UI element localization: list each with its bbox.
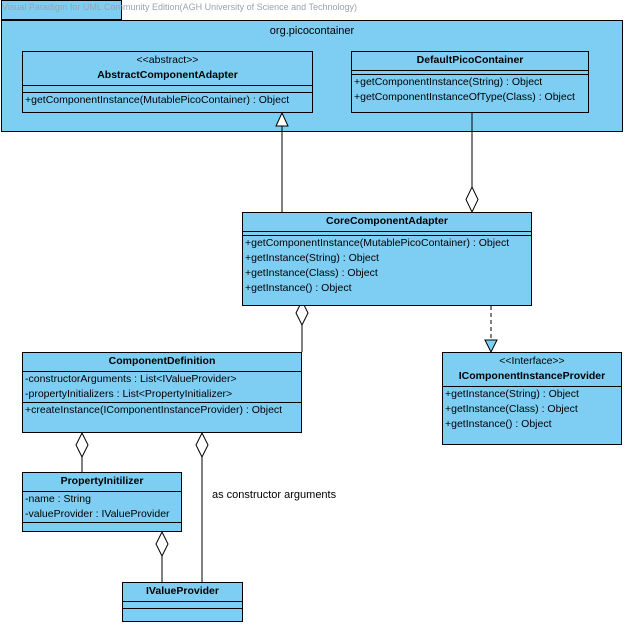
class-attributes xyxy=(123,602,242,609)
operation: +getInstance(Class) : Object xyxy=(445,403,578,415)
class-header: <<abstract>> AbstractComponentAdapter xyxy=(23,52,312,86)
operation: +getInstance() : Object xyxy=(445,418,552,430)
operation: +getInstance() : Object xyxy=(245,282,352,294)
class-operations xyxy=(23,523,181,529)
class-operations: +getComponentInstance(String) : Object +… xyxy=(352,75,588,105)
class-operations: +getInstance(String) : Object +getInstan… xyxy=(443,387,621,432)
aggregation-diamond xyxy=(155,530,169,558)
class-attributes: -name : String -valueProvider : IValuePr… xyxy=(23,492,181,523)
class-operations: +createInstance(IComponentInstanceProvid… xyxy=(23,403,301,418)
attribute: -propertyInitializers : List<PropertyIni… xyxy=(25,388,233,400)
class-operations: +getComponentInstance(MutablePicoContain… xyxy=(23,93,312,108)
operation: +getInstance(Class) : Object xyxy=(245,267,378,279)
class-icomponent-instance-provider[interactable]: <<Interface>> IComponentInstanceProvider… xyxy=(442,352,622,445)
hollow-triangle-arrowhead xyxy=(275,111,289,127)
operation: +createInstance(IComponentInstanceProvid… xyxy=(25,404,283,416)
operation: +getComponentInstance(MutablePicoContain… xyxy=(25,94,290,106)
aggregation-valueprovider-in-initializer[interactable] xyxy=(155,530,169,582)
realization-arrowhead xyxy=(484,339,498,354)
class-name: ComponentDefinition xyxy=(108,355,216,367)
class-stereotype: <<abstract>> xyxy=(136,54,199,66)
class-header: IValueProvider xyxy=(123,583,242,602)
class-header: DefaultPicoContainer xyxy=(352,52,588,71)
attribute: -constructorArguments : List<IValueProvi… xyxy=(25,373,237,385)
generalization-core-to-abstract[interactable] xyxy=(275,111,289,212)
aggregation-definition-in-core[interactable] xyxy=(295,299,309,352)
class-name: CoreComponentAdapter xyxy=(326,215,448,227)
class-header: <<Interface>> IComponentInstanceProvider xyxy=(443,353,621,387)
operation: +getInstance(String) : Object xyxy=(245,252,379,264)
aggregation-initializer-in-definition[interactable] xyxy=(75,431,89,472)
class-attributes xyxy=(243,232,531,236)
class-operations xyxy=(123,609,242,615)
operation: +getComponentInstance(String) : Object xyxy=(354,76,543,88)
aggregation-diamond xyxy=(75,431,89,459)
operation: +getInstance(String) : Object xyxy=(445,388,579,400)
class-attributes xyxy=(23,86,312,93)
class-stereotype: <<Interface>> xyxy=(499,355,565,367)
class-header: CoreComponentAdapter xyxy=(243,213,531,232)
class-name: AbstractComponentAdapter xyxy=(97,69,238,81)
aggregation-diamond xyxy=(195,431,209,459)
watermark: Visual Paradigm for UML Community Editio… xyxy=(2,2,357,12)
class-property-initilizer[interactable]: PropertyInitilizer -name : String -value… xyxy=(22,472,182,532)
attribute: -name : String xyxy=(25,493,91,505)
aggregation-core-in-default-container[interactable] xyxy=(465,113,479,214)
class-name: IValueProvider xyxy=(146,585,219,597)
class-default-pico-container[interactable]: DefaultPicoContainer +getComponentInstan… xyxy=(351,51,589,113)
class-attributes xyxy=(352,71,588,75)
package-tab xyxy=(1,0,122,20)
package-name: org.picocontainer xyxy=(269,25,355,37)
class-operations: +getComponentInstance(MutablePicoContain… xyxy=(243,236,531,296)
association-label: as constructor arguments xyxy=(212,489,337,501)
class-attributes: -constructorArguments : List<IValueProvi… xyxy=(23,372,301,403)
class-name: DefaultPicoContainer xyxy=(416,54,524,66)
class-header: PropertyInitilizer xyxy=(23,473,181,492)
class-name: IComponentInstanceProvider xyxy=(458,370,606,382)
operation: +getComponentInstanceOfType(Class) : Obj… xyxy=(354,91,575,103)
aggregation-diamond xyxy=(465,185,479,214)
class-abstract-component-adapter[interactable]: <<abstract>> AbstractComponentAdapter +g… xyxy=(22,51,313,113)
realization-core-to-icomponent-provider[interactable] xyxy=(484,306,498,354)
class-header: ComponentDefinition xyxy=(23,353,301,372)
aggregation-valueprovider-in-definition[interactable] xyxy=(195,431,209,582)
operation: +getComponentInstance(MutablePicoContain… xyxy=(245,237,510,249)
class-component-definition[interactable]: ComponentDefinition -constructorArgument… xyxy=(22,352,302,433)
class-name: PropertyInitilizer xyxy=(60,475,144,487)
attribute: -valueProvider : IValueProvider xyxy=(25,508,170,520)
class-ivalue-provider[interactable]: IValueProvider xyxy=(122,582,243,622)
class-core-component-adapter[interactable]: CoreComponentAdapter +getComponentInstan… xyxy=(242,212,532,306)
